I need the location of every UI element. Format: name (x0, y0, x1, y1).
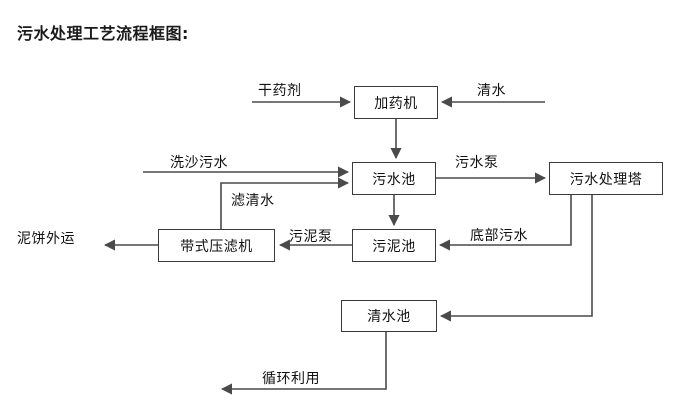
edge-label-recycle-use: 循环利用 (262, 371, 320, 387)
edge-label-sludge-pump: 污泥泵 (289, 229, 333, 245)
node-treatment-tower[interactable]: 污水处理塔 (549, 162, 663, 195)
node-clear-water-pool[interactable]: 清水池 (341, 300, 437, 332)
node-clear-water-pool-label: 清水池 (367, 309, 411, 325)
edge-label-bottom-sewage: 底部污水 (470, 228, 528, 244)
edge-label-filtrate: 滤清水 (231, 193, 275, 209)
page-title: 污水处理工艺流程框图: (17, 24, 189, 43)
edge-tower-to-sludge-pool (438, 195, 572, 251)
edge-tower-to-clear-water-pool (439, 195, 593, 322)
node-belt-press[interactable]: 带式压滤机 (158, 229, 275, 262)
edge-belt-press-to-sewage-pool (220, 177, 350, 229)
node-dosing-machine-label: 加药机 (374, 95, 418, 112)
node-belt-press-label: 带式压滤机 (180, 238, 253, 255)
edge-clear-water-pool-to-recycle (220, 332, 387, 395)
node-sewage-pool[interactable]: 污水池 (352, 162, 436, 195)
edge-label-dry-reagent: 干药剂 (258, 83, 302, 99)
edge-label-clean-water-in: 清水 (477, 83, 506, 99)
node-sludge-pool[interactable]: 污泥池 (352, 229, 436, 262)
edge-label-sewage-pump: 污水泵 (455, 155, 499, 171)
node-treatment-tower-label: 污水处理塔 (569, 171, 643, 188)
terminal-label-mud-cake-export: 泥饼外运 (17, 231, 75, 247)
edge-label-sand-wash-sewage: 洗沙污水 (170, 155, 228, 171)
node-sewage-pool-label: 污水池 (372, 171, 416, 188)
node-sludge-pool-label: 污泥池 (372, 238, 416, 255)
node-dosing-machine[interactable]: 加药机 (354, 86, 438, 119)
